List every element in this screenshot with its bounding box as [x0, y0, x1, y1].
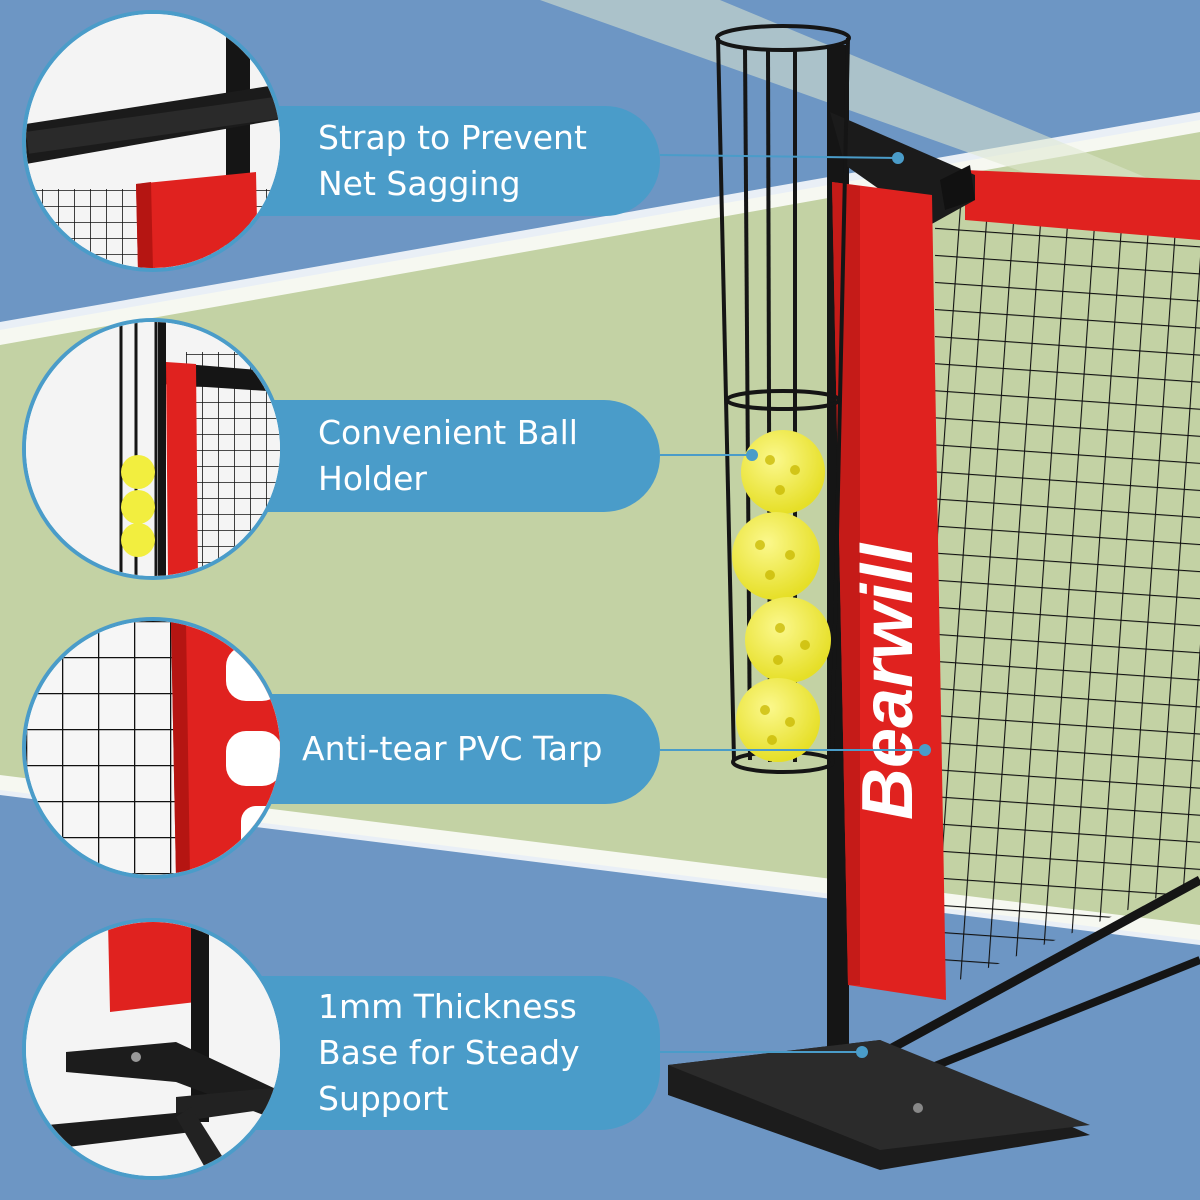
strap-detail-thumbnail	[22, 10, 284, 272]
net-top-band	[965, 170, 1200, 240]
net-strap	[830, 112, 975, 225]
callout-pointers	[659, 152, 931, 1058]
net-mesh	[929, 190, 1200, 990]
pvc-tarp-detail-thumbnail	[22, 617, 284, 879]
ball-holder-detail-thumbnail	[22, 318, 284, 580]
sleeve-logo-text: Bearwill	[848, 542, 928, 820]
net-support-frame	[867, 876, 1200, 1084]
pickleballs	[732, 430, 831, 762]
base-detail-thumbnail	[22, 918, 284, 1180]
weighted-base	[668, 1040, 1090, 1170]
